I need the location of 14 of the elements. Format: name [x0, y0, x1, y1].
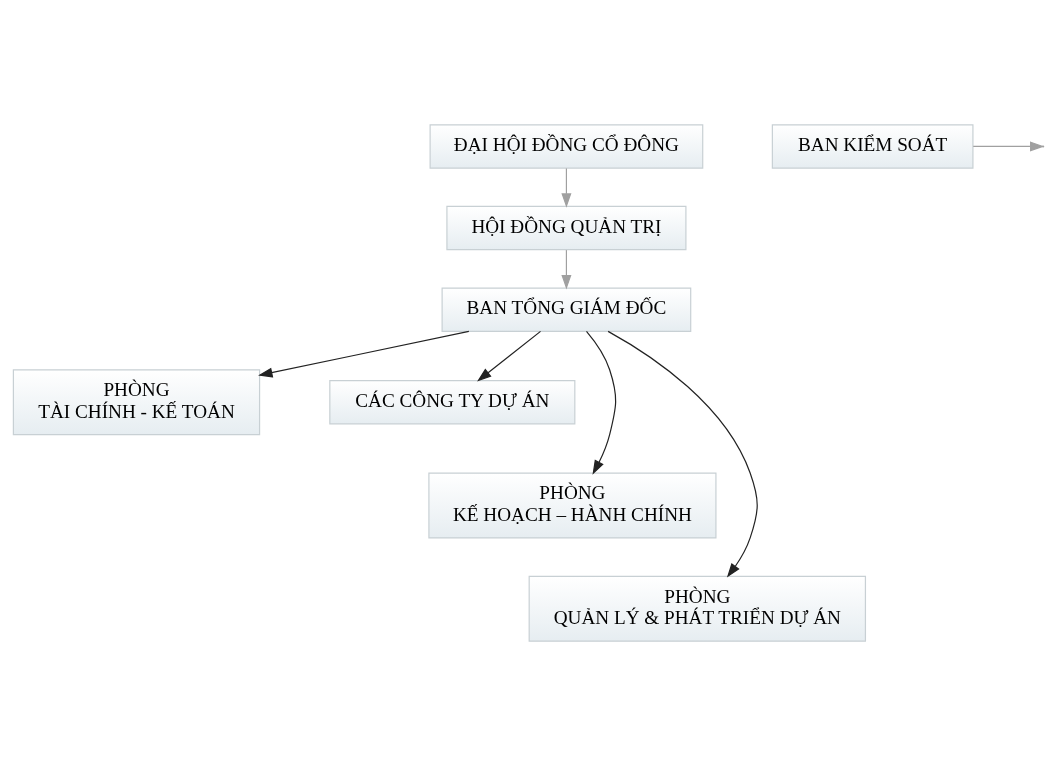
node-box: CÁC CÔNG TY DỰ ÁN [329, 380, 576, 425]
arrow [585, 330, 617, 475]
node-box: ĐẠI HỘI ĐỒNG CỔ ĐÔNG [429, 124, 704, 169]
node-box: PHÒNG KẾ HOẠCH – HÀNH CHÍNH [428, 472, 717, 539]
node-box: BAN TỔNG GIÁM ĐỐC [441, 287, 692, 332]
arrow [561, 167, 572, 208]
arrow [561, 249, 572, 290]
node-box: PHÒNG TÀI CHÍNH - KẾ TOÁN [12, 369, 261, 436]
arrow [607, 330, 758, 578]
arrow [477, 330, 542, 382]
arrow [258, 330, 470, 378]
node-box: HỘI ĐỒNG QUẢN TRỊ [446, 205, 687, 251]
node-box: BAN KIỂM SOÁT [771, 124, 974, 169]
node-box: PHÒNG QUẢN LÝ & PHÁT TRIỂN DỰ ÁN [528, 575, 867, 642]
